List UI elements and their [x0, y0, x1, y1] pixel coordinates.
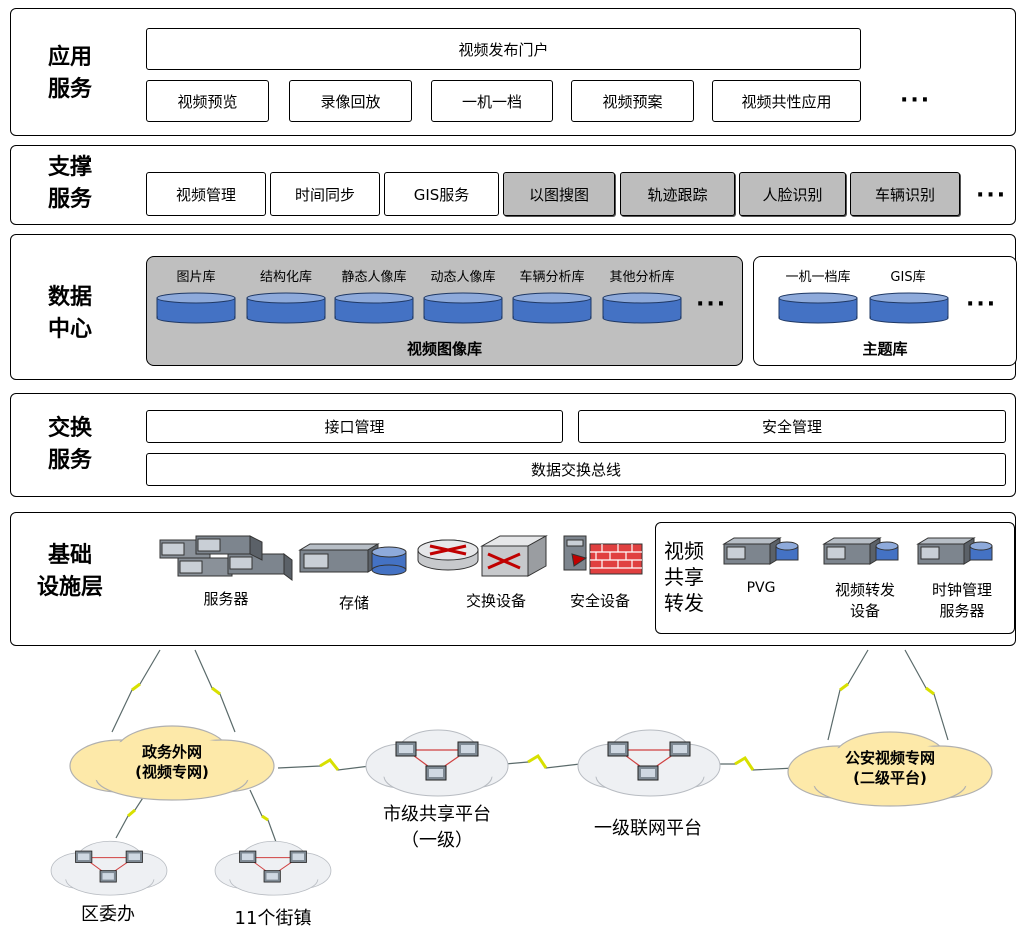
app-item-0: 视频预览: [146, 80, 269, 122]
support-item-4: 轨迹跟踪: [620, 172, 735, 216]
level1-platform-label: 一级联网平台: [594, 818, 702, 839]
video-db-more-dots: ···: [696, 292, 728, 317]
database-icon: [156, 292, 236, 324]
data-exchange-bus-box: 数据交换总线: [146, 453, 1006, 486]
clock-server-label: 时钟管理 服务器: [931, 581, 992, 620]
city-platform-label: 市级共享平台 （一级）: [383, 804, 491, 851]
theme-db-more-dots: ···: [966, 292, 998, 317]
theme-db-title: 主题库: [862, 340, 908, 358]
app-item-2: 一机一档: [431, 80, 553, 122]
gov-network-label: 政务外网 (视频专网): [135, 743, 209, 781]
server-icon: [159, 535, 293, 581]
video-share-panel: [655, 522, 1015, 634]
support-item-2: GIS服务: [384, 172, 499, 216]
database-icon: [869, 292, 949, 324]
interface-management-box: 接口管理: [146, 410, 563, 443]
switch-router-icon: [417, 535, 548, 577]
db-label-4: 车辆分析库: [519, 270, 585, 285]
storage-icon: [298, 543, 407, 576]
streets-label: 11个街镇: [234, 908, 312, 929]
city-platform-cloud: [365, 729, 509, 797]
police-network-label: 公安视频专网 (二级平台): [844, 749, 935, 787]
database-icon: [602, 292, 682, 324]
video-forward-label: 视频转发 设备: [834, 581, 895, 620]
theme-db-label-0: 一机一档库: [785, 270, 851, 285]
database-icon: [512, 292, 592, 324]
db-label-5: 其他分析库: [609, 270, 675, 285]
app-item-4: 视频共性应用: [712, 80, 861, 122]
support-more-dots: ···: [976, 183, 1008, 208]
layer-data-label: 数据 中心: [47, 285, 92, 342]
storage-label: 存储: [338, 594, 369, 612]
police-network-cloud: [787, 731, 993, 807]
database-icon: [246, 292, 326, 324]
video-forward-server-icon: [822, 537, 899, 565]
security-device-label: 安全设备: [569, 592, 630, 610]
support-item-1: 时间同步: [270, 172, 380, 216]
layer-app-label: 应用 服务: [47, 45, 92, 102]
security-management-box: 安全管理: [578, 410, 1006, 443]
streets-cloud: [214, 840, 332, 896]
level1-platform-cloud: [577, 729, 721, 797]
layer-exchange-label: 交换 服务: [47, 416, 92, 473]
app-item-3: 视频预案: [571, 80, 694, 122]
district-office-label: 区委办: [81, 904, 135, 925]
video-share-title: 视频 共享 转发: [664, 539, 704, 615]
clock-server-icon: [916, 537, 993, 565]
switch-label: 交换设备: [465, 592, 526, 610]
support-item-6: 车辆识别: [850, 172, 960, 216]
pvg-label: PVG: [746, 580, 776, 596]
pvg-server-icon: [722, 537, 799, 565]
theme-db-label-1: GIS库: [890, 270, 926, 285]
db-label-3: 动态人像库: [430, 270, 496, 285]
database-icon: [334, 292, 414, 324]
video-image-db-title: 视频图像库: [406, 340, 482, 358]
db-label-1: 结构化库: [259, 270, 312, 285]
server-label: 服务器: [203, 590, 249, 608]
layer-infra-label: 基础 设施层: [36, 543, 103, 600]
app-item-1: 录像回放: [289, 80, 412, 122]
db-label-0: 图片库: [176, 270, 216, 285]
video-portal-box: 视频发布门户: [146, 28, 861, 70]
network-links: [111, 649, 949, 843]
database-icon: [778, 292, 858, 324]
layer-support-label: 支撑 服务: [47, 155, 92, 212]
support-item-5: 人脸识别: [739, 172, 846, 216]
district-office-cloud: [50, 840, 168, 896]
database-icon: [423, 292, 503, 324]
app-more-dots: ···: [900, 88, 932, 113]
support-item-3: 以图搜图: [503, 172, 615, 216]
gov-network-cloud: [69, 725, 275, 801]
support-item-0: 视频管理: [146, 172, 266, 216]
db-label-2: 静态人像库: [341, 270, 407, 285]
firewall-icon: [563, 535, 643, 575]
layer-infrastructure: [10, 512, 1016, 646]
